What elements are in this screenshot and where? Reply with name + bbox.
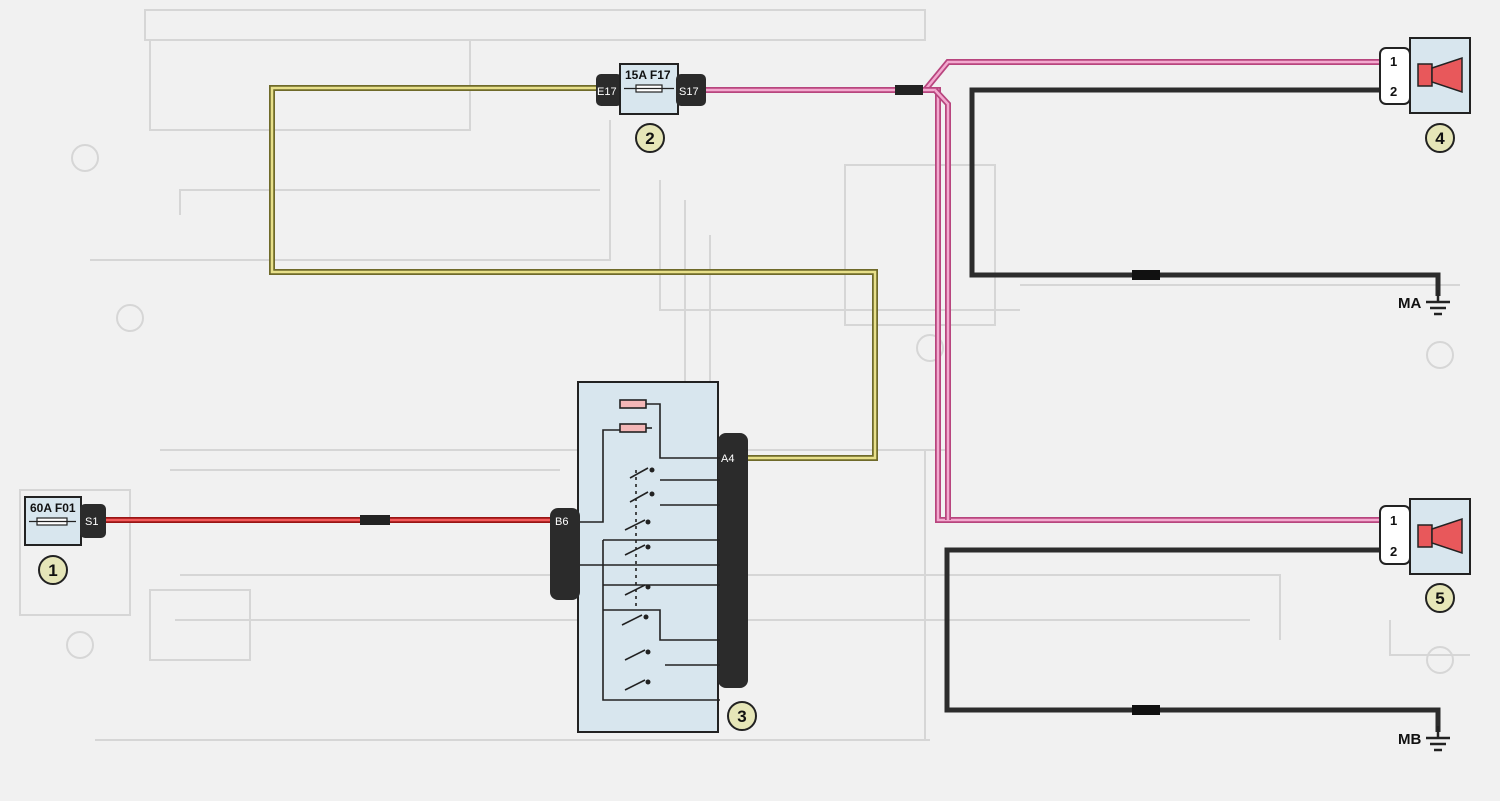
component-horn-upper: 1 2 4 — [1379, 37, 1471, 153]
switch-contact-points — [643, 467, 655, 685]
ground-icon — [1426, 290, 1450, 316]
component-number-badge — [1425, 123, 1455, 153]
ground-mb: MB — [1398, 726, 1450, 752]
component-number-badge — [727, 701, 757, 731]
component-number-badge — [635, 123, 665, 153]
pin-b6-label: B6 — [555, 516, 568, 528]
ground-ma-label: MA — [1398, 295, 1421, 312]
wire-yellow-e17-to-a4 — [269, 85, 878, 461]
horn-upper-pin2-label: 2 — [1390, 84, 1397, 99]
component-2-number: 2 — [645, 129, 654, 148]
component-number-badge — [38, 555, 68, 585]
pin-e17-label: E17 — [597, 86, 617, 98]
wire-splice — [1132, 705, 1160, 715]
ground-mb-label: MB — [1398, 731, 1421, 748]
component-main-fuse: 60A F01 S1 1 — [24, 496, 106, 585]
switch-internal-circuit-icon — [580, 399, 720, 701]
connector-e17 — [596, 74, 622, 106]
wire-black-horn4-to-ma — [969, 87, 1441, 296]
connector-a4 — [718, 433, 748, 688]
wire-splice — [1132, 270, 1160, 280]
pin-s1-label: S1 — [85, 516, 98, 528]
fuse-horn-label: 15A F17 — [625, 68, 671, 82]
component-horn-fuse: E17 15A F17 S17 2 — [596, 63, 706, 153]
wire-splice — [895, 85, 923, 95]
component-horn-switch: B6 A4 — [550, 381, 757, 733]
horn-lower-pin1-label: 1 — [1390, 513, 1397, 528]
wire-pink-s17-to-horns — [705, 59, 1382, 523]
component-5-number: 5 — [1435, 589, 1444, 608]
wire-red-s1-to-b6 — [104, 515, 552, 525]
horn-lower-pin2-label: 2 — [1390, 544, 1397, 559]
pin-s17-label: S17 — [679, 86, 699, 98]
component-1-number: 1 — [48, 561, 57, 580]
connector-s17 — [676, 74, 706, 106]
component-horn-lower: 1 2 5 — [1379, 498, 1471, 613]
fuse-main-label: 60A F01 — [30, 501, 76, 515]
horn-icon — [1417, 56, 1463, 94]
wire-black-horn5-to-mb — [944, 547, 1441, 732]
wire-splice — [360, 515, 390, 525]
ground-icon — [1426, 726, 1450, 752]
pin-a4-label: A4 — [721, 453, 734, 465]
ground-ma: MA — [1398, 290, 1450, 316]
horn-icon — [1417, 517, 1463, 555]
component-number-badge — [1425, 583, 1455, 613]
connector-s1 — [80, 504, 106, 538]
component-3-number: 3 — [737, 707, 746, 726]
horn-upper-pin1-label: 1 — [1390, 54, 1397, 69]
component-4-number: 4 — [1435, 129, 1445, 148]
connector-b6 — [550, 508, 580, 600]
